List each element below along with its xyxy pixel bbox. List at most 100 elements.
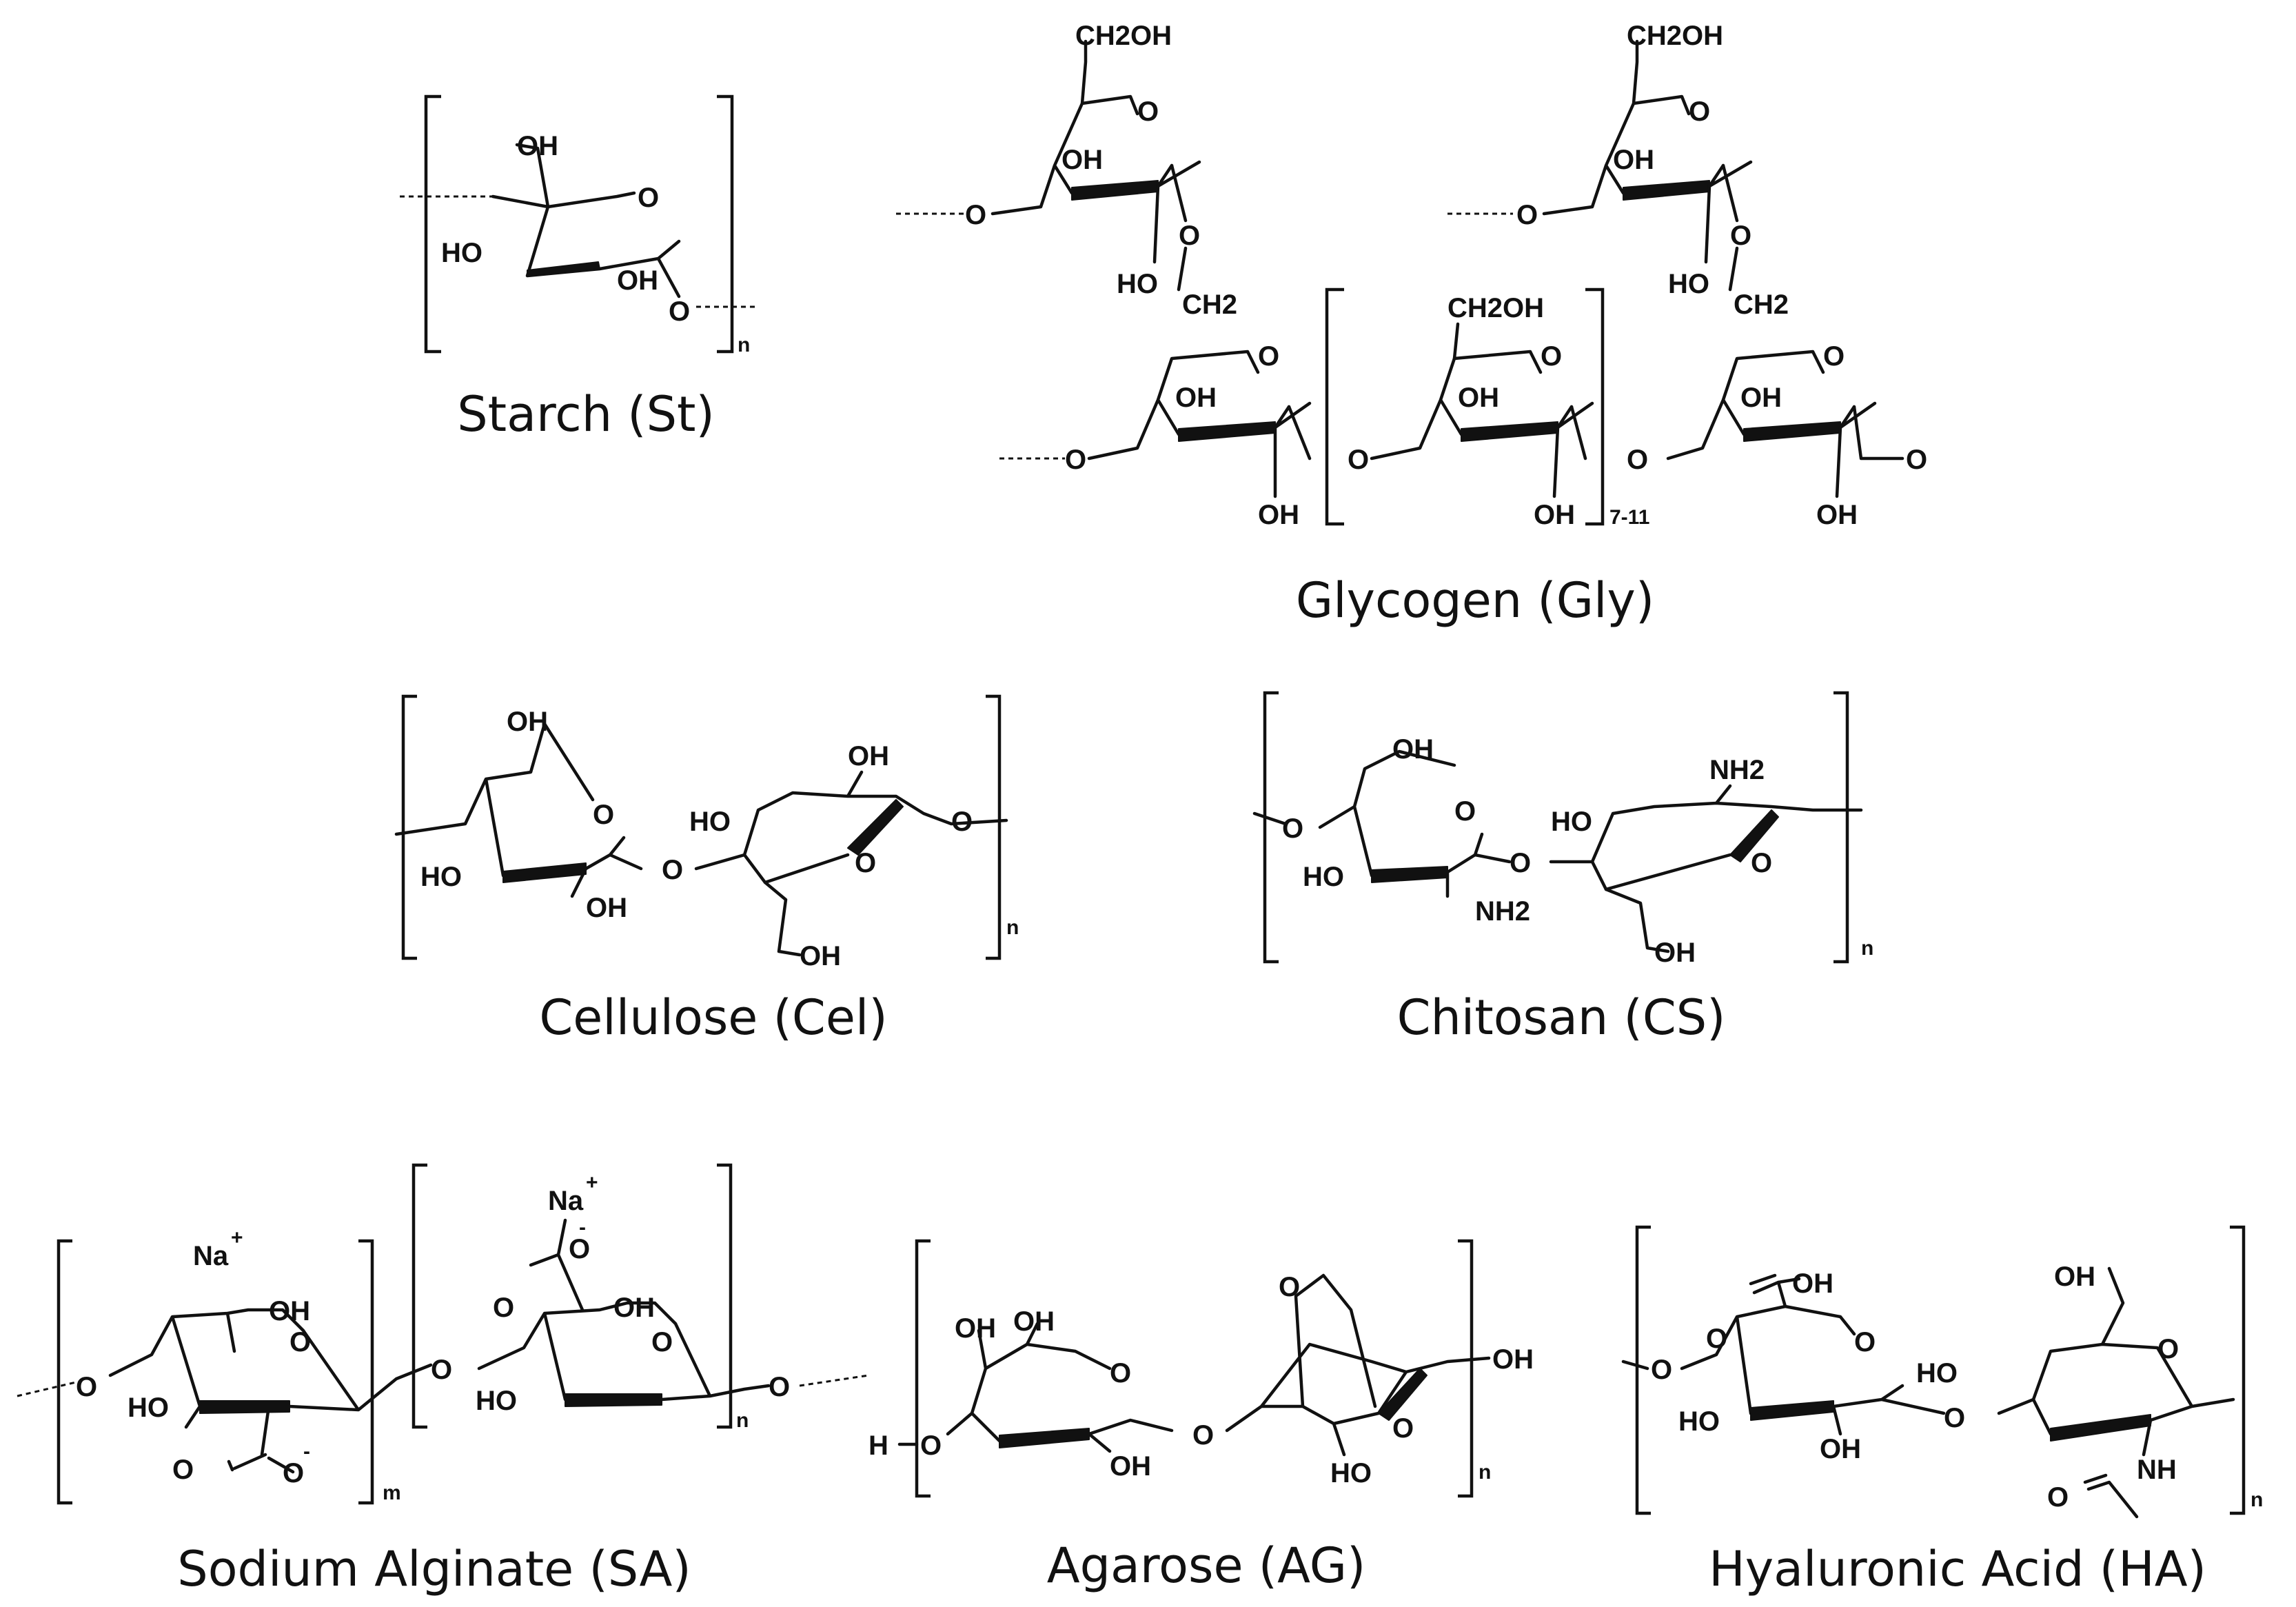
alginate-repeat-m: m <box>383 1482 401 1504</box>
glycogen-ch2oh-1: CH2OH <box>1075 21 1172 51</box>
alginate-minus-1: - <box>303 1440 310 1463</box>
glycogen-ch2-1: CH2 <box>1182 290 1237 320</box>
glycogen-structure: CH2OH O OH O O HO CH2 O O OH OH O CH2OH … <box>896 21 1927 629</box>
chitosan-o-start: O <box>1282 813 1303 844</box>
glycogen-ring-o-3: O <box>1541 341 1562 372</box>
starch-oh-2: OH <box>617 265 658 296</box>
starch-repeat-n: n <box>738 334 750 356</box>
glycogen-o-3: O <box>1348 445 1369 475</box>
cellulose-label: Cellulose (Cel) <box>539 989 887 1046</box>
cellulose-repeat-n: n <box>1006 916 1019 939</box>
starch-oh-6: OH <box>517 131 558 161</box>
agarose-label: Agarose (AG) <box>1047 1537 1366 1594</box>
glycogen-oh-1: OH <box>1061 145 1103 175</box>
agarose-repeat-n: n <box>1479 1461 1491 1484</box>
cellulose-oh-6: OH <box>507 707 548 737</box>
ha-o-carbonyl: O <box>1706 1324 1727 1354</box>
alginate-oh-2: OH <box>613 1293 655 1323</box>
cellulose-o-end: O <box>951 807 973 837</box>
alginate-o-carbonyl-2: O <box>493 1293 514 1323</box>
chitosan-ho-3: HO <box>1303 862 1344 892</box>
glycogen-ring-o-1: O <box>1137 97 1159 127</box>
hyaluronic-acid-structure: O OH O O HO OH O HO OH O NH O n Hyaluron… <box>1621 1225 2263 1597</box>
chitosan-label: Chitosan (CS) <box>1397 989 1726 1046</box>
chitosan-nh2-1: NH2 <box>1475 896 1530 927</box>
agarose-structure: H O OH OH O OH O O O HO OH n Agarose (AG… <box>868 1239 1534 1594</box>
ha-ho-1: HO <box>1678 1406 1720 1437</box>
ha-oh-carboxyl: OH <box>1792 1269 1833 1299</box>
glycogen-o-5: O <box>1516 200 1538 230</box>
ha-repeat-n: n <box>2251 1488 2263 1511</box>
ha-oh-6: OH <box>2054 1262 2095 1292</box>
cellulose-oh-6b: OH <box>800 941 841 971</box>
glycogen-ring-o-4: O <box>1689 97 1710 127</box>
agarose-o-glycosidic: O <box>1192 1420 1214 1451</box>
glycogen-ch2oh-2: CH2OH <box>1447 293 1544 323</box>
ha-o-glycosidic: O <box>1944 1403 1965 1433</box>
glycogen-ch2oh-3: CH2OH <box>1627 21 1723 51</box>
glycogen-ho-1: HO <box>1117 269 1158 299</box>
hyaluronic-acid-label: Hyaluronic Acid (HA) <box>1709 1541 2206 1597</box>
sodium-alginate-label: Sodium Alginate (SA) <box>177 1541 691 1597</box>
cellulose-structure: OH O HO OH O HO OH O O OH n Cellulose (C… <box>394 694 1019 1046</box>
agarose-ring-o-1: O <box>1110 1358 1131 1388</box>
glycogen-o-6: O <box>1906 445 1927 475</box>
alginate-na-1: Na <box>193 1241 229 1271</box>
alginate-oh-1: OH <box>269 1296 310 1326</box>
chitosan-oh-6: OH <box>1392 734 1434 765</box>
ha-ho-2: HO <box>1916 1358 1958 1388</box>
starch-o-glycosidic: O <box>669 296 690 327</box>
agarose-o-start: O <box>920 1431 942 1461</box>
glycogen-ch2-2: CH2 <box>1734 290 1789 320</box>
cellulose-oh-2b: OH <box>848 741 889 771</box>
glycogen-o-4: O <box>1627 445 1648 475</box>
alginate-na-plus-1: + <box>231 1226 243 1249</box>
starch-structure: OH O HO OH O n Starch (St) <box>400 94 758 443</box>
glycogen-o-2: O <box>1065 445 1086 475</box>
glycogen-ring-o-2: O <box>1258 341 1279 372</box>
agarose-oh-4: OH <box>955 1313 996 1344</box>
glycogen-ring-o-5: O <box>1823 341 1845 372</box>
ha-ring-o-2: O <box>2157 1334 2179 1364</box>
alginate-ho-1: HO <box>128 1393 169 1423</box>
cellulose-ho-3b: HO <box>689 807 731 837</box>
alginate-o-end: O <box>769 1372 790 1402</box>
glycogen-oh-2: OH <box>1175 383 1217 413</box>
alginate-minus-2: - <box>579 1216 586 1239</box>
glycogen-repeat-7-11: 7-11 <box>1609 506 1649 529</box>
alginate-o-anion-2: O <box>569 1234 590 1264</box>
chitosan-ho-3b: HO <box>1551 807 1592 837</box>
chitosan-ring-o-2: O <box>1751 848 1772 878</box>
alginate-o-anion-1: O <box>283 1458 304 1488</box>
ha-o-acetyl: O <box>2047 1482 2069 1513</box>
chitosan-structure: O OH O HO NH2 O HO NH2 O OH n Chitosan (… <box>1252 691 1873 1046</box>
alginate-ring-o-1: O <box>289 1327 311 1357</box>
glycogen-label: Glycogen (Gly) <box>1296 572 1654 629</box>
alginate-o-carbonyl-1: O <box>172 1455 194 1485</box>
cellulose-oh-2: OH <box>586 893 627 923</box>
glycogen-ho-2: HO <box>1668 269 1709 299</box>
ha-nh: NH <box>2137 1455 2177 1485</box>
cellulose-ring-o-2: O <box>855 848 876 878</box>
starch-ring-o: O <box>638 183 659 213</box>
starch-ho-4: HO <box>441 238 482 268</box>
chitosan-nh2-2: NH2 <box>1709 755 1765 785</box>
chitosan-repeat-n: n <box>1861 937 1873 960</box>
alginate-ho-2: HO <box>476 1386 517 1416</box>
agarose-oh-end: OH <box>1492 1344 1534 1375</box>
chitosan-ring-o-1: O <box>1454 796 1476 827</box>
agarose-oh-2: OH <box>1110 1451 1151 1482</box>
agarose-oh-6: OH <box>1013 1306 1055 1337</box>
agarose-ho-2: HO <box>1330 1458 1372 1488</box>
starch-label: Starch (St) <box>457 386 715 443</box>
ha-ring-o-1: O <box>1854 1327 1876 1357</box>
alginate-na-plus-2: + <box>586 1171 598 1194</box>
glycogen-oh-7: OH <box>1740 383 1782 413</box>
alginate-ring-o-2: O <box>651 1327 673 1357</box>
alginate-na-2: Na <box>548 1186 584 1216</box>
chitosan-o-glycosidic: O <box>1510 848 1531 878</box>
alginate-o-start: O <box>76 1372 97 1402</box>
glycogen-oh-8: OH <box>1816 500 1858 530</box>
alginate-o-link: O <box>431 1355 452 1385</box>
